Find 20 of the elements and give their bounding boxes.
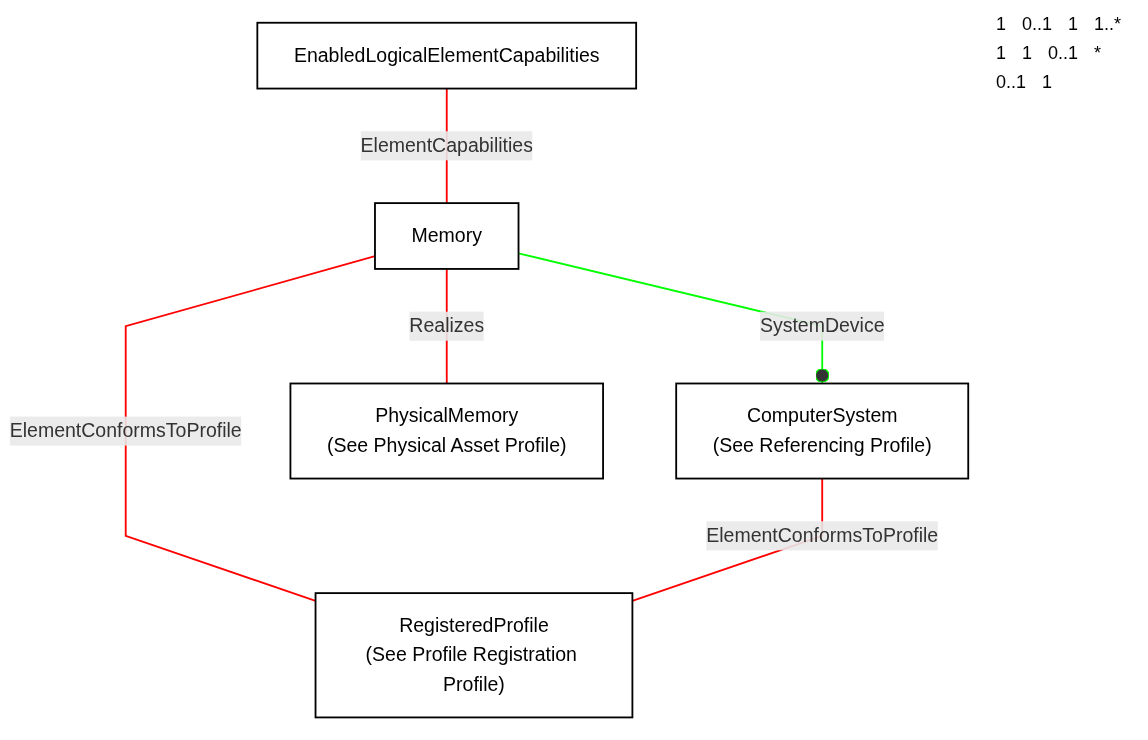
edge-label: SystemDevice bbox=[759, 315, 885, 336]
edge-label: ElementCapabilities bbox=[360, 134, 533, 156]
node-box: EnabledLogicalElementCapabilities bbox=[256, 21, 638, 90]
edge-label: Realizes bbox=[409, 315, 485, 336]
multiplicity-label: 1 bbox=[996, 43, 1006, 64]
node-box: PhysicalMemory (See Physical Asset Profile) bbox=[289, 382, 604, 480]
multiplicity-label: 0..1 bbox=[996, 72, 1027, 93]
edge-label: ElementConformsToProfile bbox=[706, 524, 939, 546]
multiplicity-label: 0..1 bbox=[1048, 43, 1079, 64]
multiplicity-label: 1 bbox=[1042, 72, 1053, 93]
multiplicity-label: 1..* bbox=[1094, 14, 1122, 35]
multiplicity-label: 0..1 bbox=[1022, 14, 1053, 35]
multiplicity-label: 1 bbox=[1022, 43, 1033, 64]
node-box: RegisteredProfile (See Profile Registration Profile) bbox=[314, 592, 634, 719]
multiplicity-label: 1 bbox=[996, 14, 1006, 35]
multiplicity-label: 1 bbox=[1068, 14, 1079, 35]
multiplicity-label: * bbox=[1094, 43, 1102, 64]
node-box: Memory bbox=[374, 202, 520, 270]
node-box: ComputerSystem (See Referencing Profile) bbox=[675, 382, 970, 480]
edge-label: ElementConformsToProfile bbox=[9, 419, 242, 441]
